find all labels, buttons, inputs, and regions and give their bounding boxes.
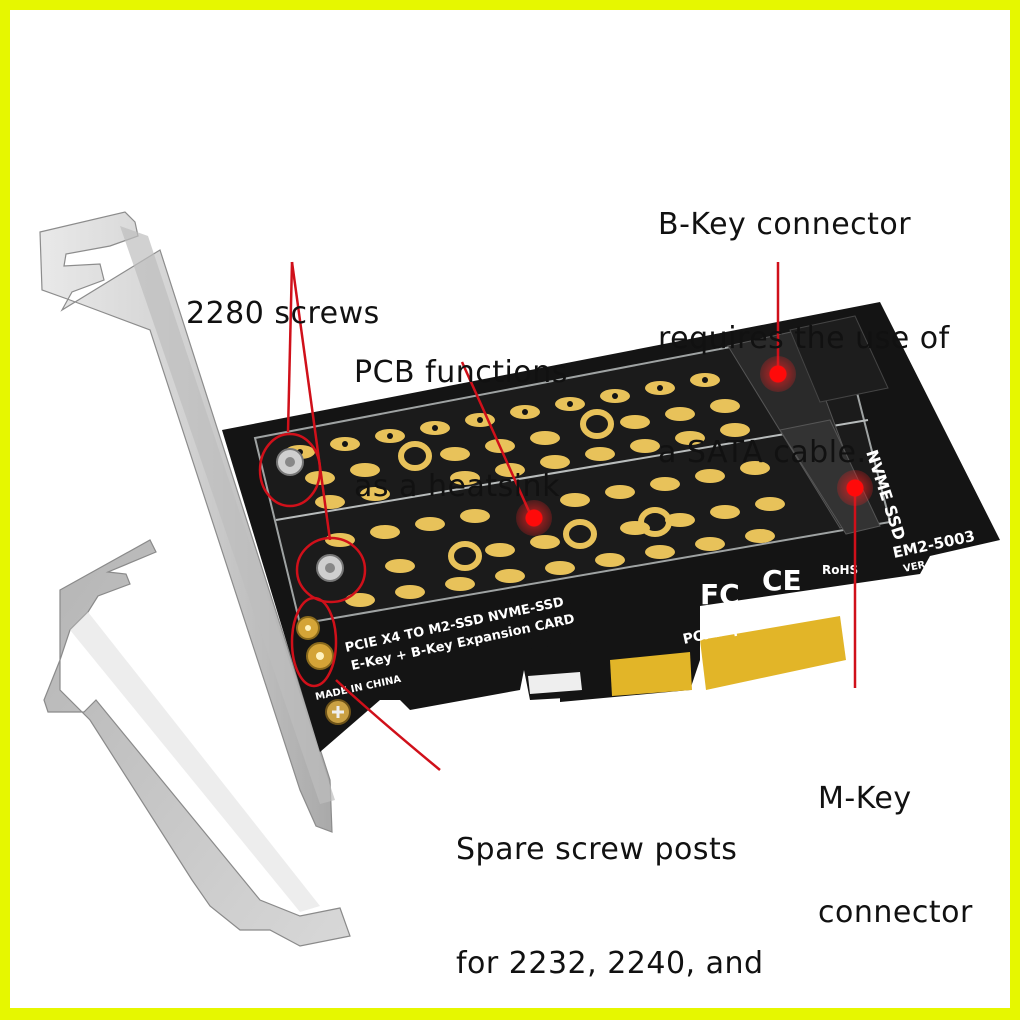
- low-profile-bracket: [43, 539, 351, 947]
- annotation-m-key: M-Key connector for NVME drives.: [818, 781, 973, 930]
- ce-logo: CE: [762, 564, 802, 597]
- expansion-card-illustration: PCIE X4 TO M2-SSD NVME-SSD E-Key + B-Key…: [39, 211, 1000, 947]
- standoff-2232: [296, 616, 320, 640]
- red-markers: [516, 356, 873, 536]
- fcc-logo: FC: [700, 578, 740, 611]
- annotation-2280-screws: 2280 screws: [186, 296, 380, 331]
- pcie-fingers-short: [610, 652, 692, 696]
- screw-2280-a: [276, 448, 304, 476]
- annotation-low-profile-bracket: Low profile bracket included: [42, 932, 300, 1008]
- full-height-bracket: [39, 211, 335, 833]
- pcb-board: PCIE X4 TO M2-SSD NVME-SSD E-Key + B-Key…: [222, 302, 1000, 752]
- annotation-lines: [258, 261, 857, 771]
- rohs-logo: RoHS: [822, 563, 858, 577]
- annotation-b-key: B-Key connector requires the use of a SA…: [658, 207, 950, 470]
- annotation-spare-screw-posts: Spare screw posts for 2232, 2240, and 22…: [456, 832, 764, 981]
- image-frame: PCIE X4 TO M2-SSD NVME-SSD E-Key + B-Key…: [10, 10, 1010, 1008]
- sata-port: [789, 315, 889, 403]
- standoff-2240: [306, 642, 334, 670]
- product-photo: PCIE X4 TO M2-SSD NVME-SSD E-Key + B-Key…: [10, 10, 1010, 1008]
- bracket-screw: [325, 699, 351, 725]
- screw-2280-b: [316, 554, 344, 582]
- gold-ring-pads: [398, 409, 672, 571]
- annotation-pcb-heatsink: PCB functions as a heatsink: [354, 355, 568, 504]
- pcie-fingers-long: [700, 616, 846, 690]
